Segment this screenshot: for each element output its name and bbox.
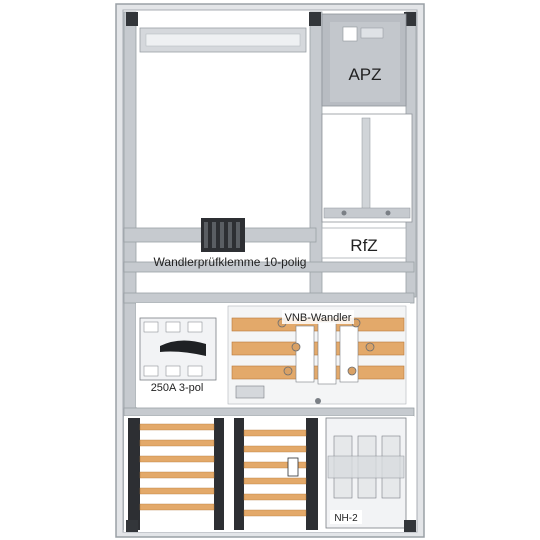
- rfz-screw-1: [341, 210, 347, 216]
- rfz-label-strip: [321, 227, 407, 259]
- load-switch-250a: [139, 317, 217, 381]
- horizontal-rail-3: [123, 292, 415, 304]
- rfz-meter-slot: [361, 117, 371, 211]
- nh2-label: NH-2: [334, 513, 358, 524]
- bottom-rail-left-3: [234, 418, 244, 530]
- bottom-rail-left-4: [306, 418, 318, 530]
- nh2-fuse-switch: [325, 417, 407, 529]
- top-center-bracket: [309, 12, 321, 26]
- top-left-bracket: [126, 12, 138, 26]
- cable-channel-slot: [145, 33, 301, 47]
- horizontal-rail-2: [123, 261, 415, 273]
- vnb-wandler-label: VNB-Wandler: [285, 312, 352, 324]
- rfz-label: RfZ: [350, 236, 377, 255]
- test-terminal-label: Wandlerprüfklemme 10-polig: [154, 255, 307, 269]
- bottom-right-bracket: [404, 520, 416, 532]
- center-vertical-rail: [309, 11, 323, 298]
- bottom-rail-left-1: [128, 418, 140, 530]
- bottom-busbars: [139, 423, 307, 517]
- mount-screw: [315, 398, 321, 404]
- apz-indicator: [360, 27, 384, 39]
- rfz-screw-2: [385, 210, 391, 216]
- apz-knob: [342, 26, 358, 42]
- switch-handle-icon: [160, 340, 206, 356]
- apz-label: APZ: [348, 65, 381, 84]
- bottom-left-bracket: [126, 520, 138, 532]
- test-terminal-block: [201, 218, 245, 252]
- current-transformers: [277, 318, 375, 385]
- switch-label: 250A 3-pol: [151, 382, 204, 394]
- vnb-label-bg: [282, 310, 354, 324]
- small-terminal-block: [235, 385, 265, 399]
- bottom-rail-left-2: [214, 418, 224, 530]
- rfz-meter-bar: [323, 207, 411, 219]
- top-right-bracket: [404, 12, 416, 26]
- horizontal-rail-4: [123, 407, 415, 417]
- small-component-white: [287, 457, 299, 477]
- nh2-label-bg: [330, 510, 362, 524]
